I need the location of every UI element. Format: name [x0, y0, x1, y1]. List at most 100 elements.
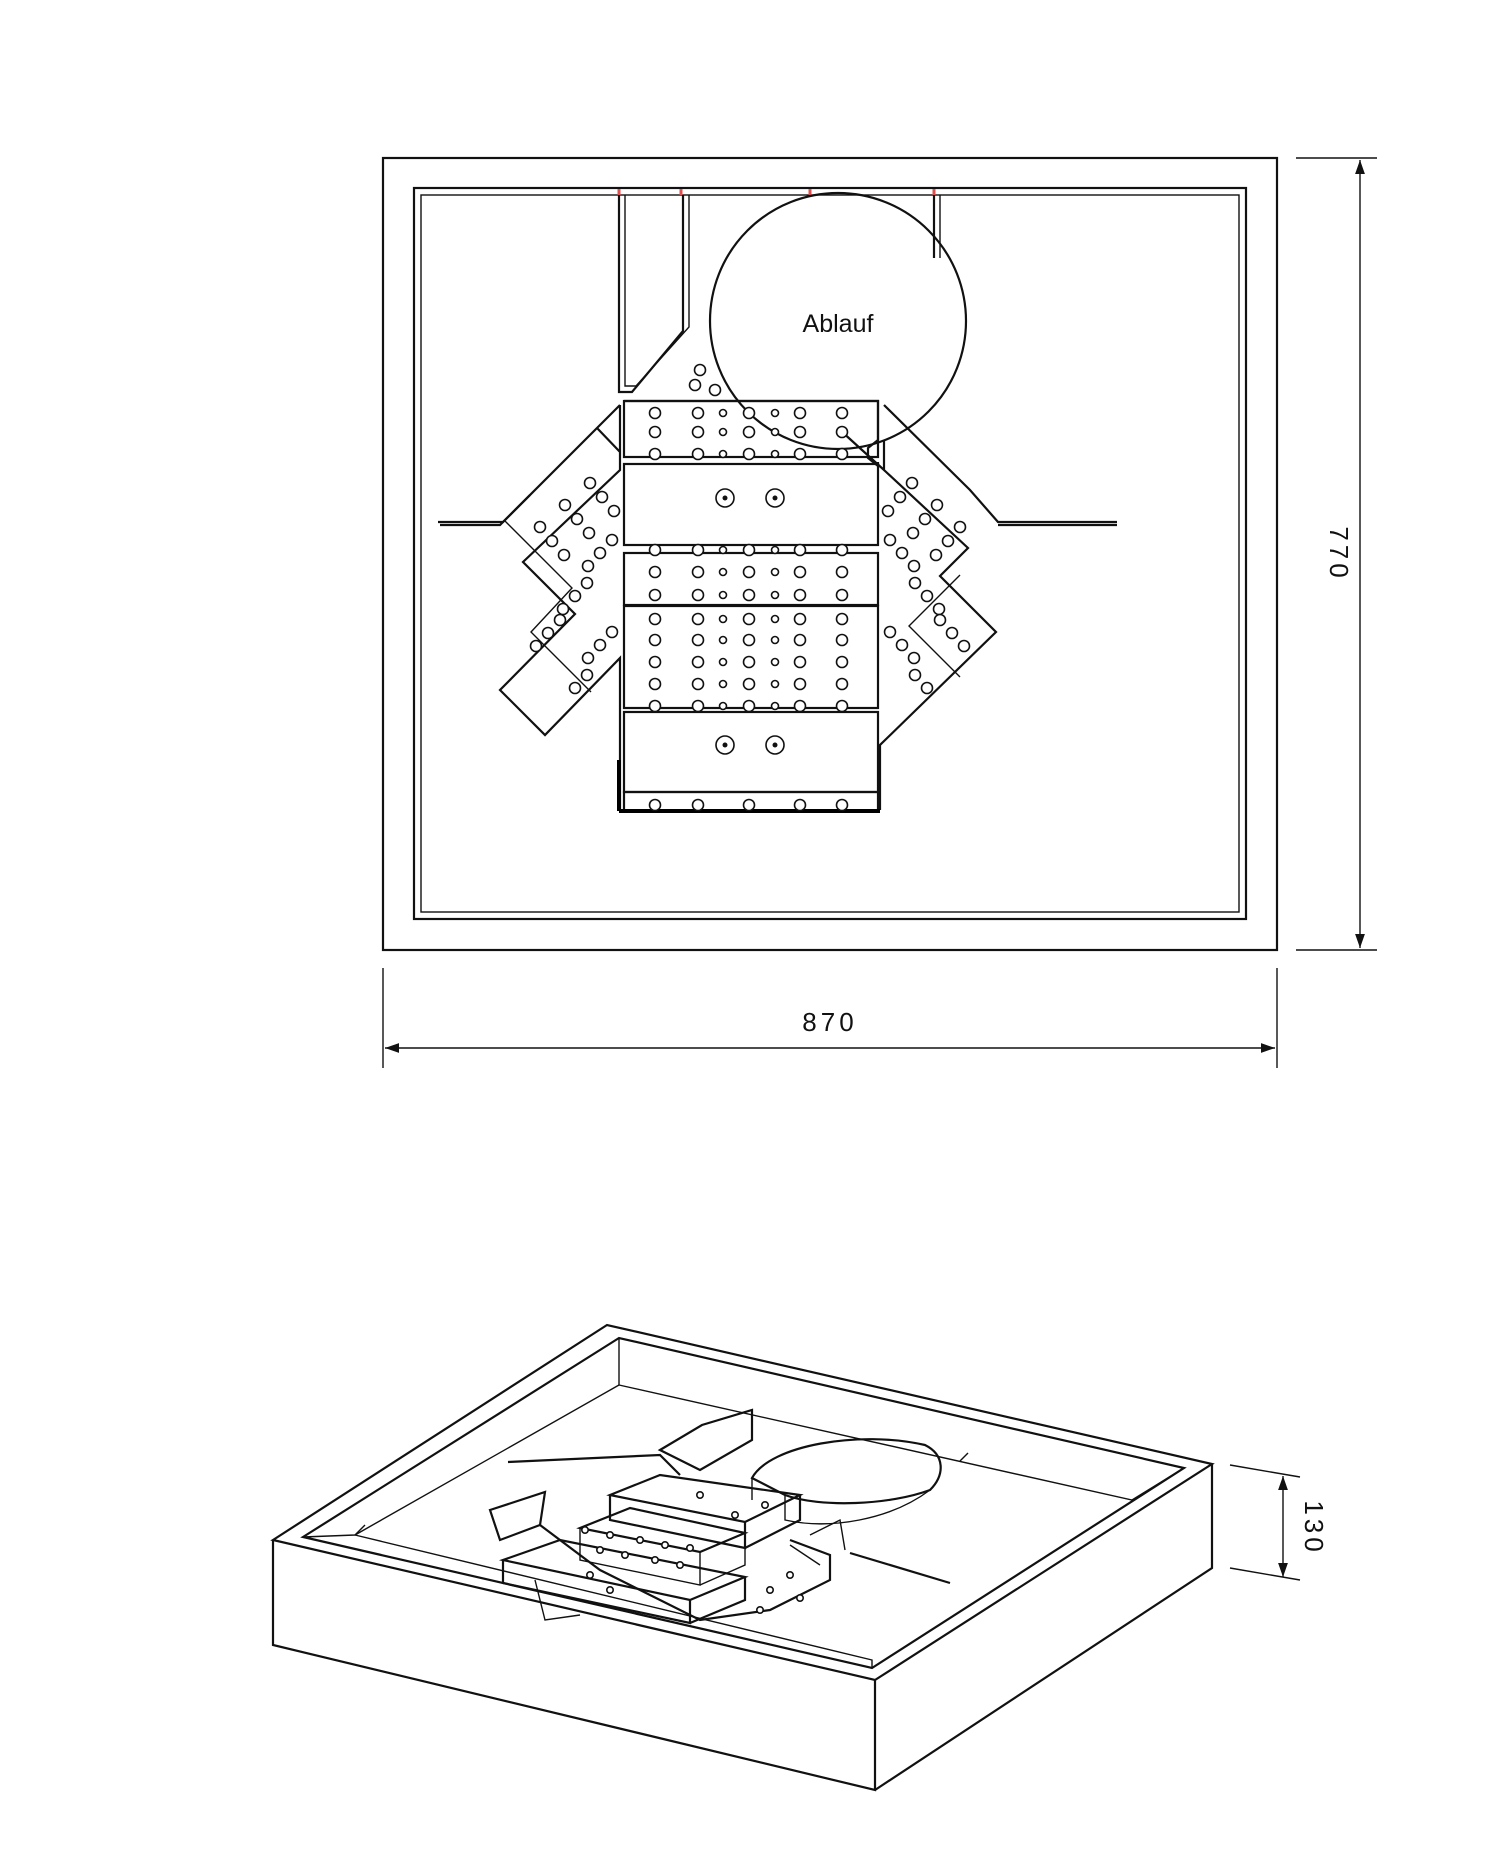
perforation-hole	[835, 425, 849, 439]
perforation-hole	[648, 588, 662, 602]
perforation-hole	[770, 427, 780, 437]
perforation-hole	[695, 1491, 704, 1500]
perforation-hole	[835, 677, 849, 691]
perforation-hole	[929, 548, 943, 562]
iso-tray-inner-rim	[300, 1336, 1187, 1670]
perforation-hole	[920, 681, 934, 695]
perforation-hole	[691, 565, 705, 579]
perforation-hole	[835, 565, 849, 579]
perforation-hole	[718, 635, 728, 645]
perforation-hole	[957, 639, 971, 653]
perforation-hole	[770, 701, 780, 711]
perforation-hole	[691, 447, 705, 461]
perforation-hole	[742, 543, 756, 557]
perforation-hole	[581, 651, 595, 665]
perforation-hole	[691, 543, 705, 557]
perforation-hole	[568, 681, 582, 695]
perforation-hole	[835, 588, 849, 602]
perforation-hole	[770, 590, 780, 600]
perforation-hole	[605, 533, 619, 547]
perforation-hole	[648, 543, 662, 557]
perforation-hole	[648, 425, 662, 439]
perforation-hole	[693, 363, 707, 377]
perforation-hole	[648, 655, 662, 669]
perforation-hole	[691, 406, 705, 420]
perforation-hole	[883, 533, 897, 547]
perforation-hole	[770, 567, 780, 577]
perforation-hole	[718, 545, 728, 555]
perforation-hole	[533, 520, 547, 534]
perforation-hole	[580, 576, 594, 590]
perforation-hole	[835, 633, 849, 647]
perforation-hole	[835, 612, 849, 626]
perforation-hole	[895, 546, 909, 560]
perforation-hole	[691, 633, 705, 647]
depth-dimension: 770	[1296, 157, 1377, 951]
perforation-hole	[718, 408, 728, 418]
perforation-hole	[595, 1546, 604, 1555]
perforation-hole	[595, 490, 609, 504]
perforation-hole	[941, 534, 955, 548]
perforation-hole	[691, 655, 705, 669]
perforation-hole	[691, 588, 705, 602]
perforation-hole	[835, 655, 849, 669]
perforation-hole	[953, 520, 967, 534]
perforation-hole	[793, 588, 807, 602]
perforation-hole	[905, 476, 919, 490]
perforation-hole	[918, 512, 932, 526]
perforation-hole	[593, 546, 607, 560]
perforation-hole	[648, 447, 662, 461]
perforation-hole	[648, 633, 662, 647]
perforation-hole	[793, 425, 807, 439]
drain-label: Ablauf	[803, 310, 874, 338]
perforation-hole	[691, 699, 705, 713]
perforation-hole	[793, 699, 807, 713]
perforation-hole	[906, 526, 920, 540]
perforation-hole	[770, 635, 780, 645]
perforation-hole	[895, 638, 909, 652]
perforation-hole	[620, 1551, 629, 1560]
solid-plate-lower	[715, 735, 785, 755]
perforation-hole	[835, 406, 849, 420]
iso-drain-opening	[750, 1438, 942, 1505]
drain-circle	[708, 191, 968, 451]
perforation-hole	[545, 534, 559, 548]
perforation-hole	[742, 798, 756, 812]
perforation-hole	[593, 638, 607, 652]
perforation-hole	[770, 614, 780, 624]
perforation-hole	[718, 657, 728, 667]
seam-marks	[617, 189, 936, 195]
perforation-hole	[635, 1536, 644, 1545]
perforation-hole	[742, 655, 756, 669]
perforation-hole	[605, 625, 619, 639]
perforation-hole	[648, 699, 662, 713]
perforation-hole	[568, 589, 582, 603]
perforation-hole	[835, 798, 849, 812]
perforation-hole	[793, 406, 807, 420]
perforation-hole	[765, 1586, 774, 1595]
perforation-hole	[742, 699, 756, 713]
perforation-hole	[688, 378, 702, 392]
perforation-hole	[648, 798, 662, 812]
isometric-view	[270, 1323, 1215, 1792]
iso-grate-holes	[580, 1491, 804, 1615]
perforation-hole	[583, 476, 597, 490]
perforation-hole	[835, 543, 849, 557]
perforation-hole	[793, 543, 807, 557]
perforation-hole	[930, 498, 944, 512]
perforation-hole	[932, 602, 946, 616]
width-dimension-label: 870	[802, 1007, 857, 1037]
iso-tray-right-wall	[874, 1464, 1214, 1791]
perforation-hole	[945, 626, 959, 640]
perforation-hole	[742, 425, 756, 439]
perforation-hole	[691, 612, 705, 626]
perforation-hole	[793, 447, 807, 461]
perforation-hole	[793, 677, 807, 691]
iso-tray-front-wall	[271, 1540, 877, 1792]
perforation-hole	[920, 589, 934, 603]
perforation-hole	[718, 679, 728, 689]
perforation-hole	[770, 408, 780, 418]
perforation-hole	[556, 602, 570, 616]
perforation-hole	[580, 1526, 589, 1535]
